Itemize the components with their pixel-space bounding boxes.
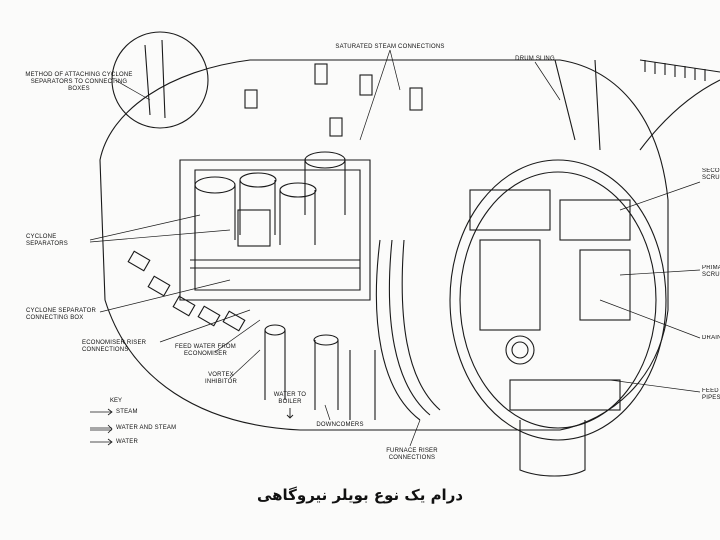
label-saturated-steam: SATURATED STEAM CONNECTIONS bbox=[335, 44, 445, 50]
label-cyclone-separators: CYCLONE SEPARATORS bbox=[26, 234, 69, 247]
label-drum-sling: DRUM SLING bbox=[515, 56, 555, 62]
key-arrows bbox=[90, 408, 113, 446]
lower-outlet bbox=[519, 420, 586, 477]
drum-outline bbox=[99, 59, 669, 431]
left-cutaway bbox=[179, 159, 371, 301]
key-item-steam: STEAM bbox=[116, 409, 138, 415]
downcomer-pipes bbox=[264, 324, 376, 420]
label-vortex: VORTEX INHIBITOR bbox=[204, 372, 238, 385]
label-downcomers: DOWNCOMERS bbox=[316, 422, 364, 428]
label-method-attaching: METHOD OF ATTACHING CYCLONE SEPARATORS T… bbox=[25, 72, 133, 92]
detail-circle bbox=[111, 31, 209, 129]
leader-lines bbox=[89, 49, 701, 447]
key-item-water-steam: WATER AND STEAM bbox=[116, 425, 177, 431]
riser-stubs bbox=[127, 250, 246, 332]
key-item-water: WATER bbox=[116, 439, 138, 445]
label-economiser-riser: ECONOMISER RISER CONNECTIONS bbox=[82, 340, 147, 353]
label-connecting-box: CYCLONE SEPARATOR CONNECTING BOX bbox=[26, 308, 97, 321]
furnace-riser-bundle bbox=[375, 239, 441, 421]
steam-nozzles bbox=[244, 63, 423, 137]
cyclone-cylinders bbox=[194, 151, 346, 245]
label-primary-scrubber: PRIMA SCRU bbox=[702, 265, 720, 278]
connecting-box bbox=[237, 209, 271, 247]
key-title: KEY bbox=[110, 398, 123, 404]
label-drain: DRAIN bbox=[702, 335, 720, 341]
handrail bbox=[639, 59, 720, 81]
label-furnace-riser: FURNACE RISER CONNECTIONS bbox=[386, 448, 438, 461]
label-feed-pipes: FEED PIPES bbox=[702, 388, 720, 401]
drum-end-section bbox=[449, 159, 667, 441]
figure-caption: درام یک نوع بویلر نیروگاهی bbox=[256, 486, 464, 504]
label-water-to-boiler: WATER TO BOILER bbox=[273, 392, 307, 405]
label-secondary-scrubber: SECO SCRU bbox=[702, 168, 720, 181]
drum-sling bbox=[554, 59, 601, 151]
scrubber-assembly bbox=[469, 189, 631, 411]
label-feed-water: FEED WATER FROM ECONOMISER bbox=[175, 344, 236, 357]
